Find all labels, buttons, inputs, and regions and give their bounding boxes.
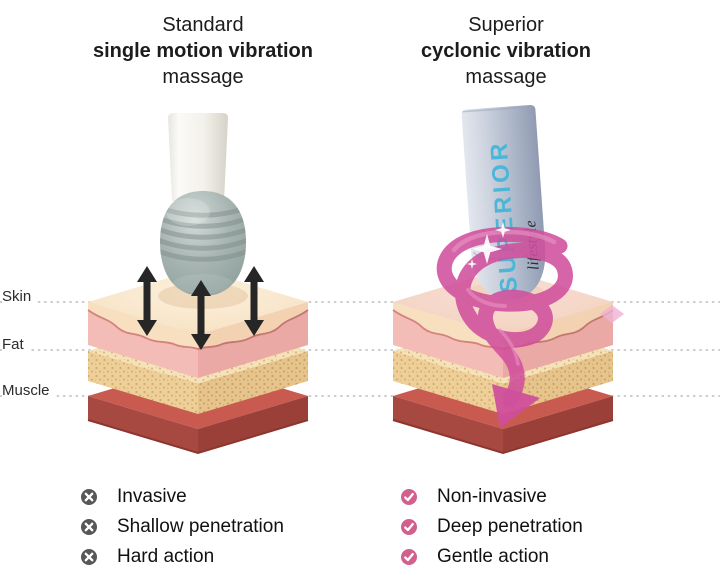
layer-label-fat: Fat [2, 337, 30, 353]
list-item-label: Shallow penetration [117, 516, 284, 537]
list-item-label: Non-invasive [437, 486, 547, 507]
left-feature-list: Invasive Shallow penetration Hard action [81, 487, 284, 566]
list-item: Non-invasive [401, 487, 583, 506]
right-title-line3: massage [465, 66, 547, 88]
left-title-line1: Standard [162, 14, 244, 36]
list-item-label: Gentle action [437, 546, 549, 567]
list-item: Shallow penetration [81, 517, 284, 536]
check-circle-icon [401, 488, 417, 505]
list-item-label: Hard action [117, 546, 215, 567]
right-title-line1: Superior [468, 14, 544, 36]
wand-massager [160, 113, 246, 296]
list-item: Invasive [81, 487, 284, 506]
spiral-arrowhead [492, 384, 540, 428]
cross-circle-icon [81, 518, 97, 535]
left-title-line2: single motion vibration [92, 40, 313, 62]
list-item: Deep penetration [401, 517, 583, 536]
right-title-line2: cyclonic vibration [420, 40, 592, 62]
cyclonic-spiral [436, 226, 624, 428]
layer-label-muscle: Muscle [2, 383, 56, 399]
wand-handle [168, 113, 228, 201]
list-item: Hard action [81, 547, 284, 566]
list-item-label: Deep penetration [437, 516, 583, 537]
sparkle-icon [467, 222, 511, 269]
cross-circle-icon [81, 488, 97, 505]
side-arrow-accent [600, 305, 624, 323]
right-column-title: Superior cyclonic vibration massage [366, 12, 646, 90]
layer-label-skin: Skin [2, 289, 38, 305]
left-title-line3: massage [162, 66, 244, 88]
left-column-title: Standard single motion vibration massage [63, 12, 343, 90]
list-item-label: Invasive [117, 486, 187, 507]
check-circle-icon [401, 548, 417, 565]
cross-circle-icon [81, 548, 97, 565]
vibration-arrows [137, 266, 264, 350]
wand-head [160, 191, 246, 296]
right-feature-list: Non-invasive Deep penetration Gentle act… [401, 487, 583, 566]
list-item: Gentle action [401, 547, 583, 566]
check-circle-icon [401, 518, 417, 535]
